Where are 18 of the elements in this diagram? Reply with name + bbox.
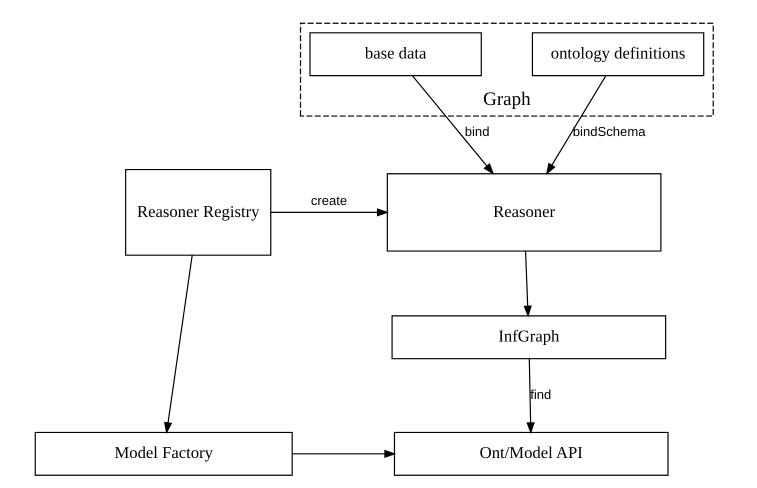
node-box: Ont/Model API	[393, 431, 668, 476]
edge-label: create	[310, 192, 347, 208]
arrow	[270, 208, 388, 216]
node-box: ontology definitions	[531, 32, 704, 76]
arrow	[163, 254, 192, 434]
node-box: Reasoner	[386, 172, 661, 252]
arrow	[292, 449, 396, 458]
edge-label: bindSchema	[572, 124, 645, 139]
edge-label: bind	[464, 124, 489, 139]
arrow	[411, 74, 494, 174]
node-box: Model Factory	[34, 431, 292, 476]
edge-label: find	[530, 386, 551, 402]
arrow	[545, 74, 606, 175]
arrow	[523, 250, 532, 318]
node-box: base data	[308, 32, 482, 76]
arrow	[526, 358, 534, 434]
node-box: InfGraph	[390, 314, 666, 359]
node-box: Reasoner Registry	[124, 168, 271, 256]
